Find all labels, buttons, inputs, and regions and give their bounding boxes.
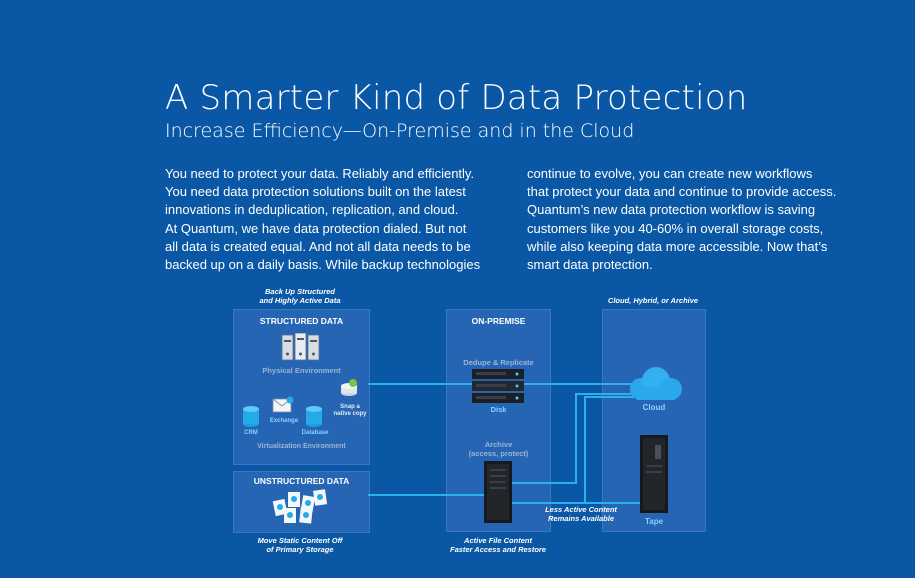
body-line: all data is created equal. And not all d…	[165, 238, 471, 254]
body-line: Quantum’s new data protection workflow i…	[527, 202, 816, 218]
body-line: innovations in deduplication, replicatio…	[165, 202, 459, 218]
connector-line	[575, 393, 635, 395]
tape-label: Tape	[644, 517, 664, 526]
body-line: continue to evolve, you can create new w…	[527, 166, 813, 181]
body-line: smart data protection.	[527, 257, 653, 273]
cloud-icon	[630, 367, 682, 400]
unstructured-data-panel	[233, 471, 370, 533]
body-line: backed up on a daily basis. While backup…	[165, 257, 481, 273]
database-icon	[306, 406, 322, 427]
connector-line	[368, 494, 486, 496]
exchange-mail-icon	[272, 396, 294, 413]
snap-label: Snap a native copy	[333, 404, 367, 417]
less-active-label: Less Active Content Remains Available	[545, 505, 617, 523]
caption-active-file: Active File Content Faster Access and Re…	[449, 536, 547, 554]
caption-cloud-hybrid: Cloud, Hybrid, or Archive	[607, 296, 699, 305]
database-label: Database	[301, 430, 329, 436]
cloud-label: Cloud	[642, 403, 666, 412]
on-premise-heading: ON-PREMISE	[471, 316, 526, 326]
body-line: customers like you 40-60% in overall sto…	[527, 220, 824, 236]
page-subtitle: Increase Efficiency—On-Premise and in th…	[165, 120, 635, 142]
connector-line	[584, 396, 586, 504]
body-line: You need to protect your data. Reliably …	[165, 166, 475, 181]
body-line: that protect your data and continue to p…	[527, 184, 837, 200]
exchange-label: Exchange	[269, 418, 299, 424]
unstructured-heading: UNSTRUCTURED DATA	[253, 476, 350, 486]
caption-backup: Back Up Structured and Highly Active Dat…	[259, 287, 341, 305]
connector-line	[500, 482, 576, 484]
files-icon	[272, 489, 328, 524]
structured-heading: STRUCTURED DATA	[259, 316, 344, 326]
connector-line	[584, 396, 634, 398]
page-title: A Smarter Kind of Data Protection	[165, 78, 748, 118]
body-column-right: continue to evolve, you can create new w…	[527, 165, 857, 274]
body-line: At Quantum, we have data protection dial…	[165, 220, 467, 236]
tape-library-icon	[640, 435, 668, 513]
virtualization-environment-label: Virtualization Environment	[257, 443, 346, 450]
snapshot-icon	[341, 379, 357, 396]
connector-line	[575, 393, 577, 484]
archive-storage-icon	[484, 461, 512, 523]
caption-move-static: Move Static Content Off of Primary Stora…	[257, 536, 343, 554]
disk-label: Disk	[490, 405, 507, 414]
body-line: while also keeping data more accessible.…	[527, 238, 828, 254]
physical-environment-label: Physical Environment	[262, 366, 341, 375]
disk-appliance-icon	[472, 369, 524, 403]
body-line: You need data protection solutions built…	[165, 184, 466, 200]
server-icon	[281, 333, 320, 361]
crm-label: CRM	[244, 430, 258, 436]
connector-line	[500, 502, 640, 504]
dedupe-label: Dedupe & Replicate	[463, 358, 534, 367]
crm-database-icon	[243, 406, 259, 427]
archive-label: Archive (access, protect)	[468, 440, 529, 458]
body-column-left: You need to protect your data. Reliably …	[165, 165, 495, 274]
